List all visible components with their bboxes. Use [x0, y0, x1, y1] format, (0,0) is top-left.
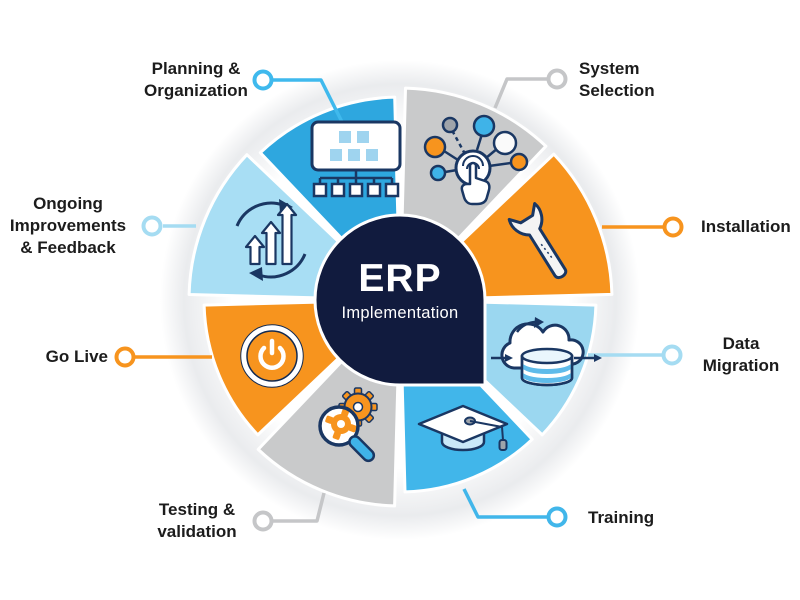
connector-dots	[114, 68, 684, 532]
dot-training	[546, 506, 568, 528]
bar-arrows	[244, 202, 298, 266]
power-button-icon	[240, 324, 304, 388]
cycle-arc-top	[235, 201, 284, 227]
connector-training	[462, 488, 547, 519]
dot-testing-validation	[252, 510, 274, 532]
sync-arrowhead	[534, 317, 544, 328]
center-bubble	[313, 213, 487, 387]
wrench-detail	[540, 243, 554, 259]
org-chart-icon	[310, 120, 402, 198]
magnifier-handle	[348, 435, 376, 463]
growth-arrows-icon	[235, 199, 307, 281]
mortarboard	[417, 404, 509, 444]
dot-installation	[662, 216, 684, 238]
network-selection-icon	[423, 114, 529, 206]
org-chart-leaf-nodes	[312, 182, 400, 198]
magnifier-gear-icon	[318, 387, 378, 463]
connector-testing-validation	[273, 492, 326, 523]
org-chart-links	[318, 170, 394, 184]
dot-planning-organization	[252, 69, 274, 91]
connectors	[135, 77, 663, 523]
cycle-arc-bottom	[258, 253, 307, 279]
node-orange-small	[509, 152, 529, 172]
dot-system-selection	[546, 68, 568, 90]
cloud-database-icon	[491, 317, 602, 387]
wrench-body	[507, 202, 568, 280]
power-ring	[241, 325, 303, 387]
label-testing-validation: Testing & validation	[157, 500, 237, 541]
out-arrowhead	[594, 354, 602, 362]
org-chart-board	[310, 120, 402, 172]
label-go-live: Go Live	[45, 347, 108, 366]
label-planning-organization: Planning & Organization	[144, 59, 248, 100]
diagram-title: ERP	[358, 257, 442, 300]
label-system-selection: System Selection	[579, 59, 655, 100]
bar-arrow-medium	[260, 220, 282, 266]
connector-system-selection	[493, 77, 547, 109]
dot-ongoing-improvements	[141, 215, 163, 237]
label-installation: Installation	[701, 217, 791, 236]
cylinder-top	[520, 347, 574, 365]
label-data-migration: Data Migration	[702, 334, 780, 375]
bar-arrow-large	[276, 202, 298, 266]
cycle-arrowhead-bottom	[249, 267, 263, 281]
org-chart-board-cells	[330, 131, 378, 161]
cylinder-band-2	[522, 371, 572, 383]
connector-planning-organization	[273, 78, 344, 123]
pointer-hand	[460, 161, 491, 206]
node-outline	[492, 130, 518, 156]
node-gray	[441, 116, 459, 134]
center-label: ERP Implementation	[310, 258, 490, 323]
label-ongoing-improvements: Ongoing Improvements & Feedback	[9, 194, 127, 257]
database-cylinder	[520, 347, 574, 387]
tassel-cord	[469, 420, 504, 441]
tassel	[498, 439, 508, 451]
bar-arrow-small	[244, 234, 266, 266]
lens-rim	[318, 405, 360, 447]
diagram-subtitle: Implementation	[341, 304, 459, 322]
node-blue-large	[472, 114, 496, 138]
cylinder-band-1	[522, 362, 572, 374]
power-arc	[258, 345, 286, 370]
graduation-cap-icon	[417, 404, 509, 452]
wrench-icon	[507, 202, 568, 280]
in-arrowhead	[505, 354, 513, 362]
node-blue-small	[429, 164, 447, 182]
dot-data-migration	[661, 344, 683, 366]
dot-go-live	[114, 346, 136, 368]
label-training: Training	[588, 508, 655, 527]
node-orange-large	[423, 135, 447, 159]
